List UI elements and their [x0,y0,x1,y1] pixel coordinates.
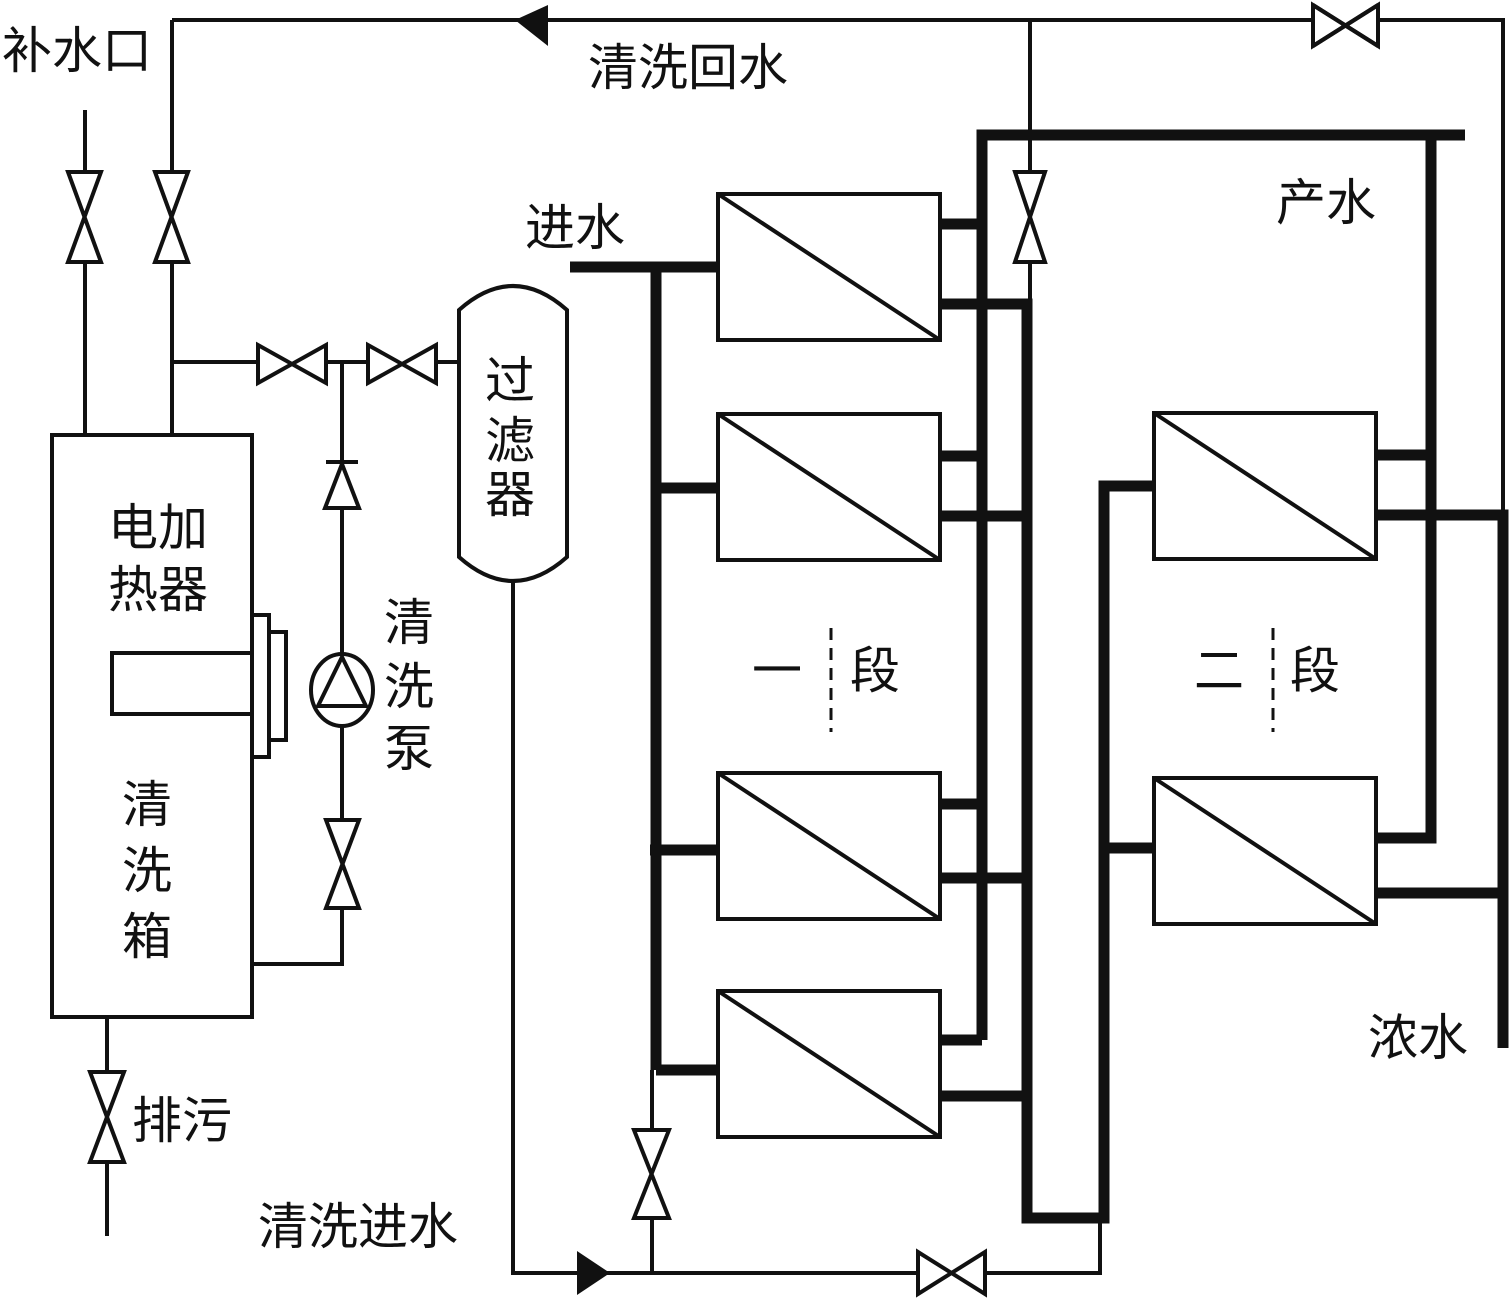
pump-label-2: 洗 [384,658,434,716]
pump-line [252,362,344,966]
cleaning-inlet-label: 清洗进水 [258,1198,458,1256]
feed-water-label: 进水 [525,199,625,257]
stage-two-label-2: 段 [1290,642,1340,700]
pump-label-1: 清 [384,594,434,652]
pump-outlet-valve[interactable] [323,818,362,910]
stage-two-label-1: 二 [1194,642,1244,700]
cleaning-return-line [172,18,1505,515]
stage-one-inlet-valve[interactable] [631,1128,672,1220]
concentrate-label: 浓水 [1368,1009,1468,1067]
drain-valve[interactable] [87,1070,127,1164]
cleaning-inlet-line [511,583,1102,1275]
stage-one-module-3 [716,771,942,921]
filter-inlet-valve[interactable] [366,341,438,387]
stage-one-label-2: 段 [850,642,900,700]
filter-label-2: 滤 [485,412,535,470]
heater-element [110,651,254,716]
return-line-valve[interactable] [1311,1,1380,50]
stage-one-concentrate-header [940,298,1154,1224]
drain-label: 排污 [132,1092,232,1150]
stage-one-module-2 [716,412,942,562]
stage-two-module-1 [1152,411,1378,561]
product-water-label: 产水 [1276,174,1376,232]
cleaning-pump[interactable] [309,652,375,728]
product-return-valve[interactable] [1012,170,1048,264]
return-to-tank-pipe [170,20,458,435]
stage-two-inlet-valve[interactable] [916,1248,987,1298]
product-header [940,129,1465,1046]
stage-one-module-4 [716,989,942,1139]
makeup-water-label: 补水口 [2,22,152,80]
concentrate-outlet [1377,509,1509,1048]
filter-label-1: 过 [485,352,535,410]
return-flow-arrow [515,5,548,46]
tank-label-1: 清 [122,776,172,834]
tank-bypass-valve[interactable] [256,341,328,387]
stage-one-label-1: 一 [752,642,802,700]
pump-label-3: 泵 [384,720,434,778]
stage-two-module-2 [1152,776,1378,926]
cleaning-return-label: 清洗回水 [588,39,788,97]
return-to-tank-valve[interactable] [152,170,191,264]
heater-flange [250,613,271,759]
tank-label-3: 箱 [122,908,172,966]
heater-flange-outer [267,630,288,742]
inlet-flow-arrow [577,1251,610,1295]
makeup-water-valve[interactable] [65,170,104,264]
check-valve [322,458,362,510]
heater-label-2: 热器 [108,561,208,619]
filter-label-3: 器 [485,466,535,524]
cartridge-filter [457,284,569,583]
stage-one-module-1 [716,192,942,342]
tank-label-2: 洗 [122,842,172,900]
heater-label-1: 电加 [108,499,208,557]
feed-header [570,261,722,1076]
